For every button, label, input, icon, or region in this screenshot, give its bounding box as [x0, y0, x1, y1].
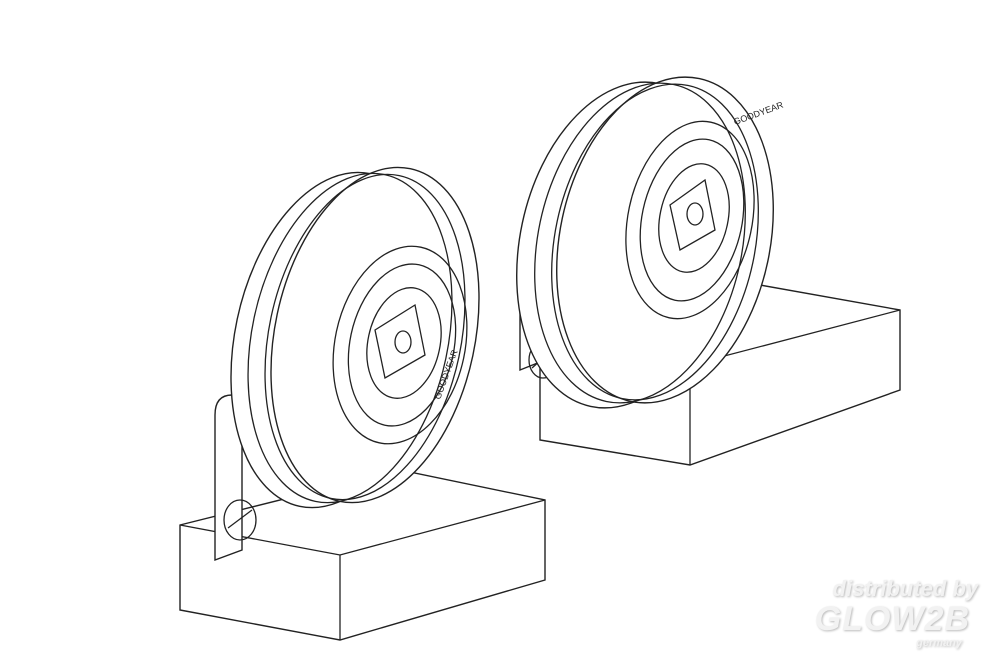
watermark-line3: germany — [916, 637, 962, 649]
watermark-line1: distributed by — [832, 576, 978, 601]
left-wheel-base — [179, 394, 546, 641]
watermark-logo: GLOW2B — [814, 600, 970, 638]
watermark: distributed by GLOW2B germany — [815, 578, 978, 649]
left-wheel: GOODYEAR — [230, 166, 480, 509]
right-wheel: GOODYEAR — [516, 76, 785, 409]
